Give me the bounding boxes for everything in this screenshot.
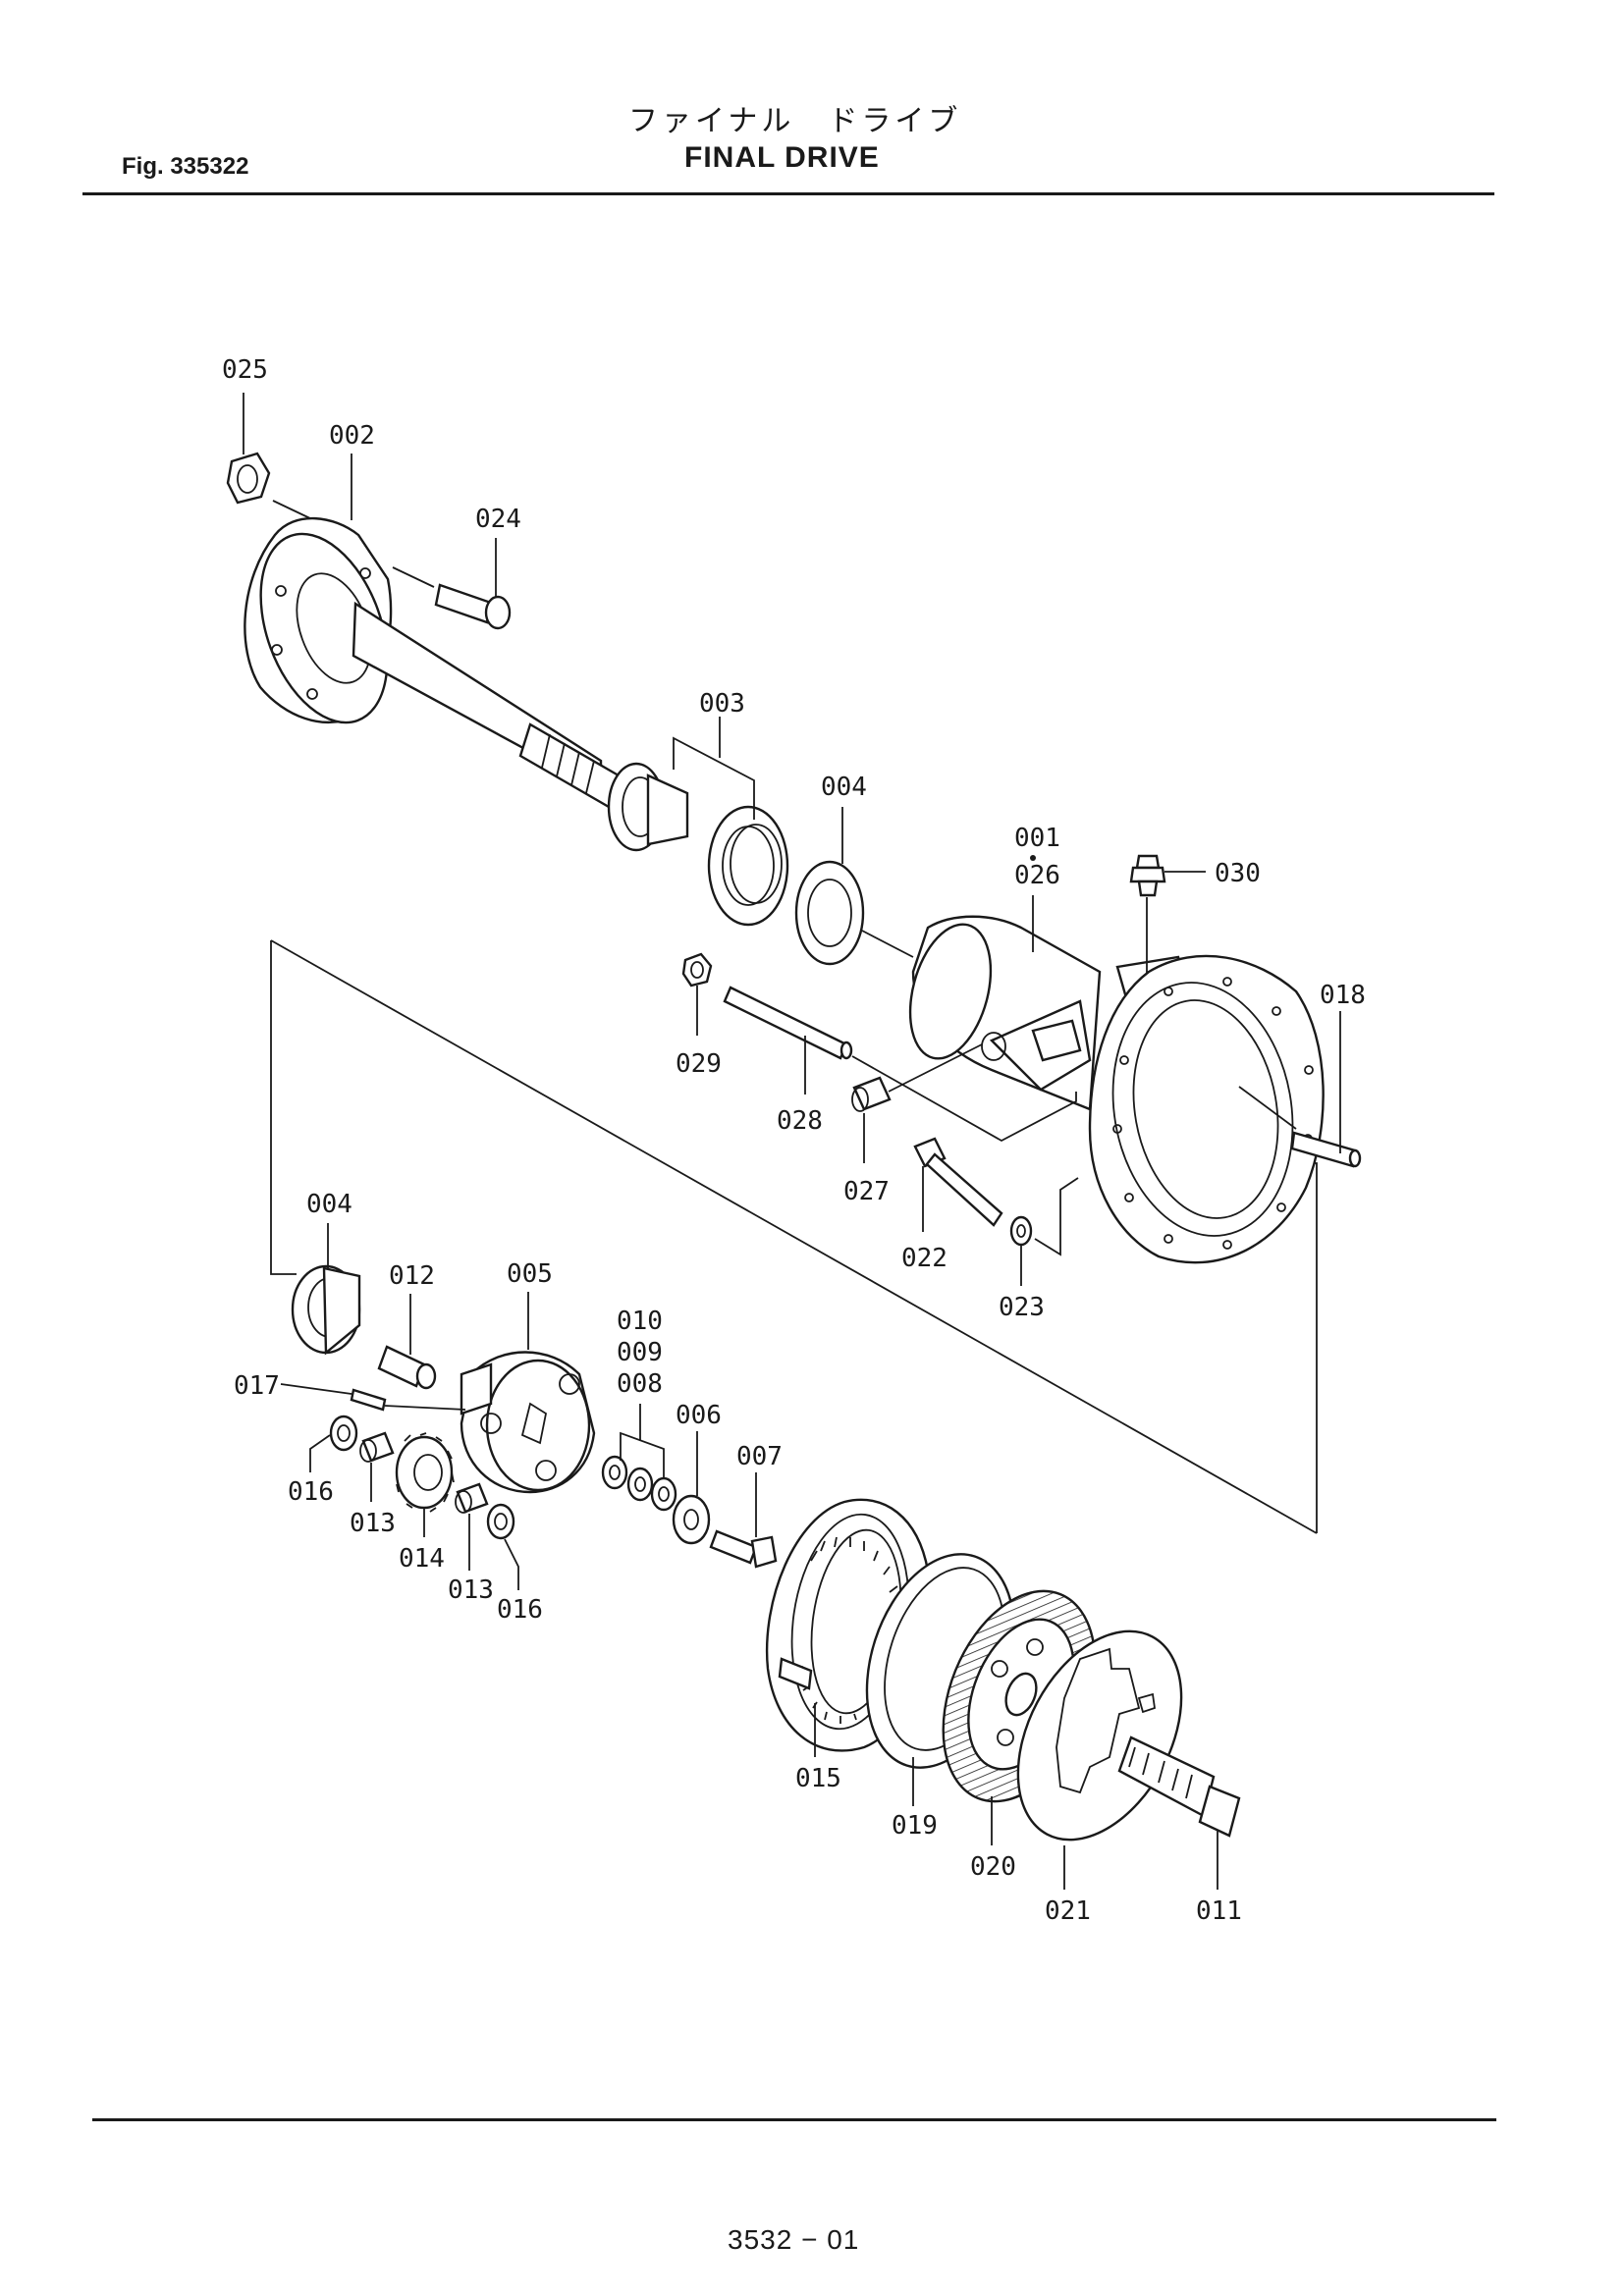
label-025: 025 [222,355,268,385]
part-011-sun-shaft [1117,1735,1241,1838]
assembly-outline-diagonal [270,939,1318,1534]
label-008: 008 [617,1369,663,1399]
header-rule [82,192,1494,195]
part-023-washer [1009,1215,1033,1247]
part-016-right-washer [486,1503,515,1540]
part-017-pin [350,1388,387,1412]
label-006: 006 [676,1401,722,1430]
label-027: 027 [843,1177,890,1206]
label-005: 005 [507,1259,553,1289]
part-013-left-needle-bearing [359,1431,395,1463]
label-028: 028 [777,1106,823,1136]
label-012: 012 [389,1261,435,1291]
label-001: 001 [1014,824,1060,853]
part-004-lower-bearing [291,1264,361,1356]
part-018-ring-housing [1088,954,1362,1264]
leader-027-axis [888,1043,983,1093]
leader-016-right [504,1538,519,1590]
label-013-left: 013 [350,1509,396,1538]
leader-017-axis [384,1405,466,1411]
part-004-upper-bearing [794,860,865,966]
leader-018-axis [1238,1086,1297,1130]
label-020: 020 [970,1852,1016,1882]
label-011: 011 [1196,1896,1242,1926]
title-english: FINAL DRIVE [684,141,880,174]
label-015: 015 [795,1764,841,1793]
label-029: 029 [676,1049,722,1079]
label-023: 023 [999,1293,1045,1322]
label-021: 021 [1045,1896,1091,1926]
label-030: 030 [1215,859,1261,888]
part-006-thrust-washer [672,1494,711,1545]
leader-017 [280,1383,352,1395]
part-030-grease-fitting [1129,854,1166,897]
label-017: 017 [234,1371,280,1401]
label-003: 003 [699,689,745,719]
label-013-right: 013 [448,1575,494,1605]
assembly-outline-right [1303,1162,1318,1533]
title-japanese: ファイナル ドライブ [628,104,962,138]
part-024-bolt [434,583,512,630]
part-012-pin [377,1345,437,1390]
part-005-carrier [460,1351,596,1494]
figure-number: Fig. 335322 [122,153,249,180]
leader-016-left [309,1434,331,1472]
part-007-bolt [709,1529,778,1569]
label-022: 022 [901,1244,947,1273]
leader-025-axis [272,500,315,521]
label-018: 018 [1320,981,1366,1010]
label-016-right: 016 [497,1595,543,1625]
label-026: 026 [1014,861,1060,890]
part-029-nut [681,952,713,988]
leader-001-axis [861,930,914,958]
leader-003 [673,736,755,820]
label-004-upper: 004 [821,773,867,802]
part-025-nut [226,452,271,505]
label-014: 014 [399,1544,445,1574]
part-008-010-washers [601,1455,677,1512]
leader-028-axis [851,1055,1077,1143]
part-027-plug [851,1076,892,1112]
footer-rule [92,2118,1496,2121]
label-019: 019 [892,1811,938,1841]
part-022-bolt [913,1137,1003,1227]
label-separator-dot [1030,855,1036,861]
label-009: 009 [617,1338,663,1367]
label-010: 010 [617,1307,663,1336]
part-016-left-washer [329,1415,358,1452]
label-002: 002 [329,421,375,451]
part-028-stud [723,986,853,1060]
part-001-housing [908,915,1190,1111]
label-007: 007 [736,1442,783,1471]
assembly-outline-line [270,940,297,1275]
leader-023-bracket [1034,1177,1079,1256]
part-002-flange-shaft [244,516,621,809]
label-004-lower: 004 [306,1190,352,1219]
leader-008-010 [620,1431,665,1478]
part-003-bearing-set [607,762,789,927]
part-013-right-needle-bearing [455,1482,489,1514]
leader-024-axis [392,566,435,588]
part-014-planet-gear [395,1432,455,1513]
page-code: 3532 − 01 [728,2224,860,2255]
label-024: 024 [475,505,521,534]
label-016-left: 016 [288,1477,334,1507]
